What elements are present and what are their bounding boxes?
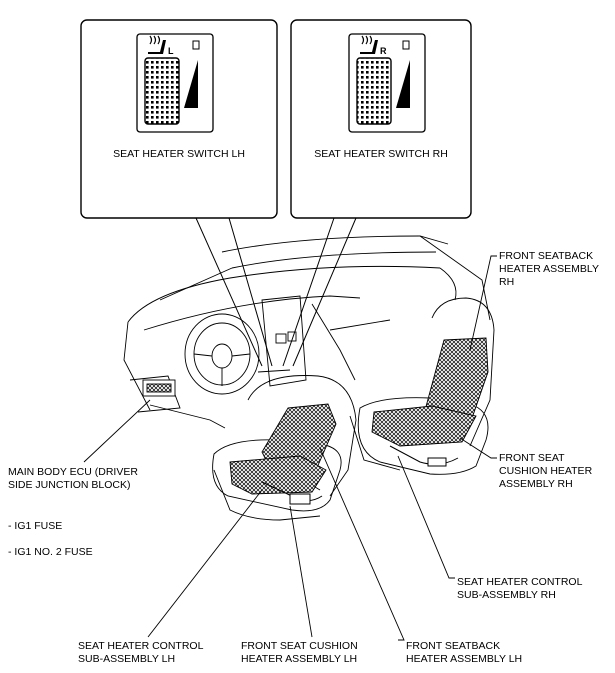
cushion-heater-lh-label: FRONT SEAT CUSHION HEATER ASSEMBLY LH (241, 640, 358, 665)
main-body-ecu-label: MAIN BODY ECU (DRIVER SIDE JUNCTION BLOC… (8, 466, 138, 491)
vehicle-interior-outline (123, 235, 491, 429)
switch-rh-label: SEAT HEATER SWITCH RH (314, 148, 448, 160)
seatback-heater-lh-label: FRONT SEATBACK HEATER ASSEMBLY LH (406, 640, 523, 665)
ig1-fuse-label: - IG1 FUSE (8, 520, 63, 532)
control-rh-label: SEAT HEATER CONTROL SUB-ASSEMBLY RH (457, 576, 583, 601)
switch-lh-side-letter: L (168, 46, 174, 56)
seat-heater-switch-rh-icon (348, 33, 426, 133)
front-seat-rh (349, 297, 495, 475)
control-lh-label: SEAT HEATER CONTROL SUB-ASSEMBLY LH (78, 640, 204, 665)
switch-lh-label: SEAT HEATER SWITCH LH (113, 148, 245, 160)
cushion-heater-lh (229, 455, 327, 505)
seatback-heater-rh-label: FRONT SEATBACK HEATER ASSEMBLY RH (499, 250, 599, 288)
ig1-no2-fuse-label: - IG1 NO. 2 FUSE (8, 546, 93, 558)
seat-heater-switch-lh-icon (136, 33, 214, 133)
cushion-heater-rh (371, 405, 477, 467)
leader-lines (83, 255, 497, 641)
cushion-heater-rh-label: FRONT SEAT CUSHION HEATER ASSEMBLY RH (499, 452, 593, 490)
switch-rh-side-letter: R (380, 46, 387, 56)
